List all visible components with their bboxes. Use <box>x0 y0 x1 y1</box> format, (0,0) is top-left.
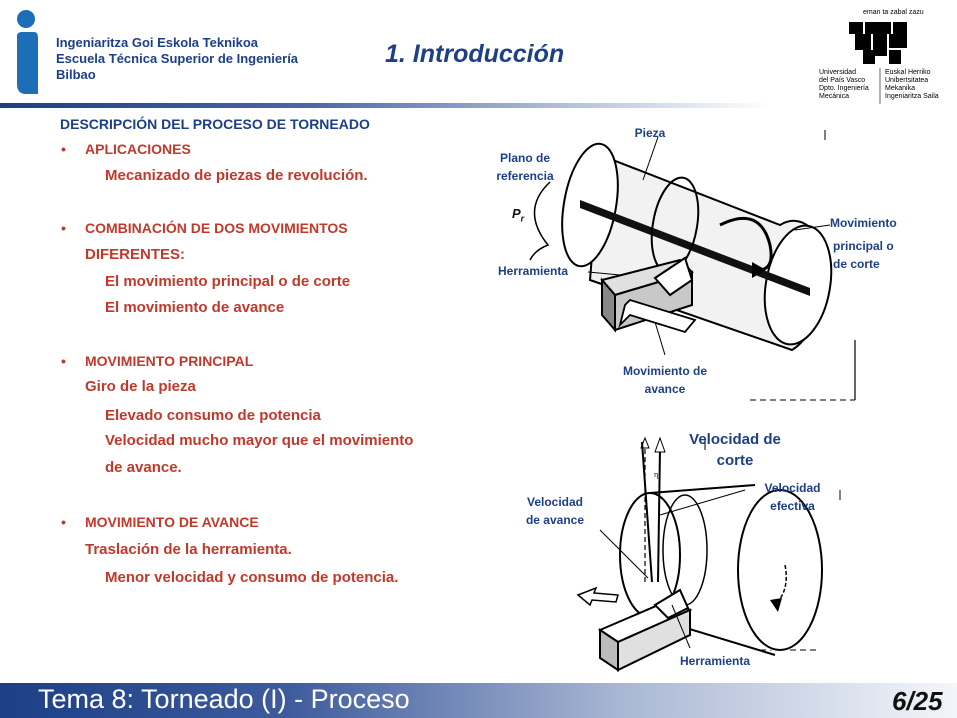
label-herramienta-2: Herramienta <box>679 654 751 668</box>
item-diferentes: DIFERENTES: <box>85 246 186 263</box>
label-movimiento-line2: principal o <box>833 239 894 253</box>
label-movimiento-line1: Movimiento <box>830 216 897 230</box>
item-aplicaciones: APLICACIONES <box>85 141 191 157</box>
bullet-marker: • <box>61 141 66 157</box>
label-velocidad-avance-line2: de avance <box>525 513 585 527</box>
feed-arrow-2 <box>576 586 619 607</box>
footer-bar <box>0 683 957 718</box>
label-plano-line2: referencia <box>496 169 554 183</box>
label-velocidad-efectiva-line2: efectiva <box>770 499 815 513</box>
school-name-line1: Ingeniaritza Goi Eskola Teknikoa <box>56 35 259 50</box>
label-avance-line2: avance <box>644 382 686 396</box>
item-mov-principal-corte: El movimiento principal o de corte <box>105 273 351 290</box>
uni-left-line1: Universidad <box>819 69 856 76</box>
uni-right-line2: Unibertsitatea <box>885 77 928 84</box>
item-menor: Menor velocidad y consumo de potencia. <box>105 569 399 586</box>
bullet-marker: • <box>61 353 66 369</box>
label-plano-line1: Plano de <box>499 151 550 165</box>
item-combinacion: COMBINACIÓN DE DOS MOVIMIENTOS <box>85 220 348 236</box>
uni-left-line3: Dpto. Ingeniería <box>819 85 869 92</box>
item-velocidad-mayor: Velocidad mucho mayor que el movimiento <box>105 432 414 449</box>
item-giro: Giro de la pieza <box>85 378 196 395</box>
header-divider <box>0 103 770 108</box>
university-emblem-icon <box>849 22 907 64</box>
page-number: 6/25 <box>892 686 943 716</box>
label-velocidad-avance-line1: Velocidad <box>526 495 584 509</box>
pr-symbol: P <box>512 206 521 221</box>
item-traslacion: Traslación de la herramienta. <box>85 541 292 558</box>
label-avance-line1: Movimiento de <box>622 364 707 378</box>
university-logo: eman ta zabal zazu Universidad del País … <box>819 9 939 104</box>
school-name-line2: Escuela Técnica Superior de Ingeniería <box>56 51 299 66</box>
velocity-diagram: η <box>576 436 841 672</box>
rotation-arrow <box>719 216 773 272</box>
uni-left-line4: Mecánica <box>819 93 849 100</box>
label-pieza: Pieza <box>634 126 666 140</box>
vector-effective <box>657 447 661 583</box>
cutting-tool <box>600 256 694 333</box>
school-name-line3: Bilbao <box>56 67 96 82</box>
page-title: 1. Introducción <box>385 40 565 68</box>
school-logo-icon <box>17 10 38 94</box>
item-mov-avance: El movimiento de avance <box>105 299 285 316</box>
item-de-avance: de avance. <box>105 459 182 476</box>
cutting-tool-2 <box>597 588 693 672</box>
label-velocidad-efectiva-line1: Velocidad <box>764 481 821 495</box>
label-pr: Pr <box>512 206 524 224</box>
label-herramienta-1: Herramienta <box>497 264 569 278</box>
vector-cutting <box>641 441 653 583</box>
item-mecanizado: Mecanizado de piezas de revolución. <box>105 167 368 184</box>
footer-title: Tema 8: Torneado (I) - Proceso <box>38 684 410 714</box>
school-name: Ingeniaritza Goi Eskola Teknikoa Escuela… <box>56 35 298 83</box>
section-title: DESCRIPCIÓN DEL PROCESO DE TORNEADO <box>60 116 370 132</box>
bullet-marker: • <box>61 514 66 530</box>
label-velocidad-corte-line1: Velocidad de <box>689 431 781 448</box>
item-movimiento-principal: MOVIMIENTO PRINCIPAL <box>85 353 254 369</box>
turning-diagram <box>529 130 856 401</box>
label-velocidad-corte-line2: corte <box>716 452 754 469</box>
feed-arrow <box>618 298 697 334</box>
bullet-marker: • <box>61 220 66 236</box>
label-movimiento-line3: de corte <box>833 257 880 271</box>
university-motto: eman ta zabal zazu <box>863 9 924 16</box>
pr-subscript: r <box>520 213 525 224</box>
item-movimiento-avance: MOVIMIENTO DE AVANCE <box>85 514 259 530</box>
uni-right-line3: Mekanika <box>885 85 915 92</box>
uni-right-line1: Euskal Herriko <box>885 69 931 76</box>
workpiece-cylinder <box>561 142 833 352</box>
uni-right-line4: Ingeniaritza Saila <box>885 93 939 100</box>
item-elevado: Elevado consumo de potencia <box>105 407 321 424</box>
reference-plane-curve <box>529 181 551 261</box>
eta-symbol: η <box>654 470 658 479</box>
uni-left-line2: del País Vasco <box>819 77 865 84</box>
